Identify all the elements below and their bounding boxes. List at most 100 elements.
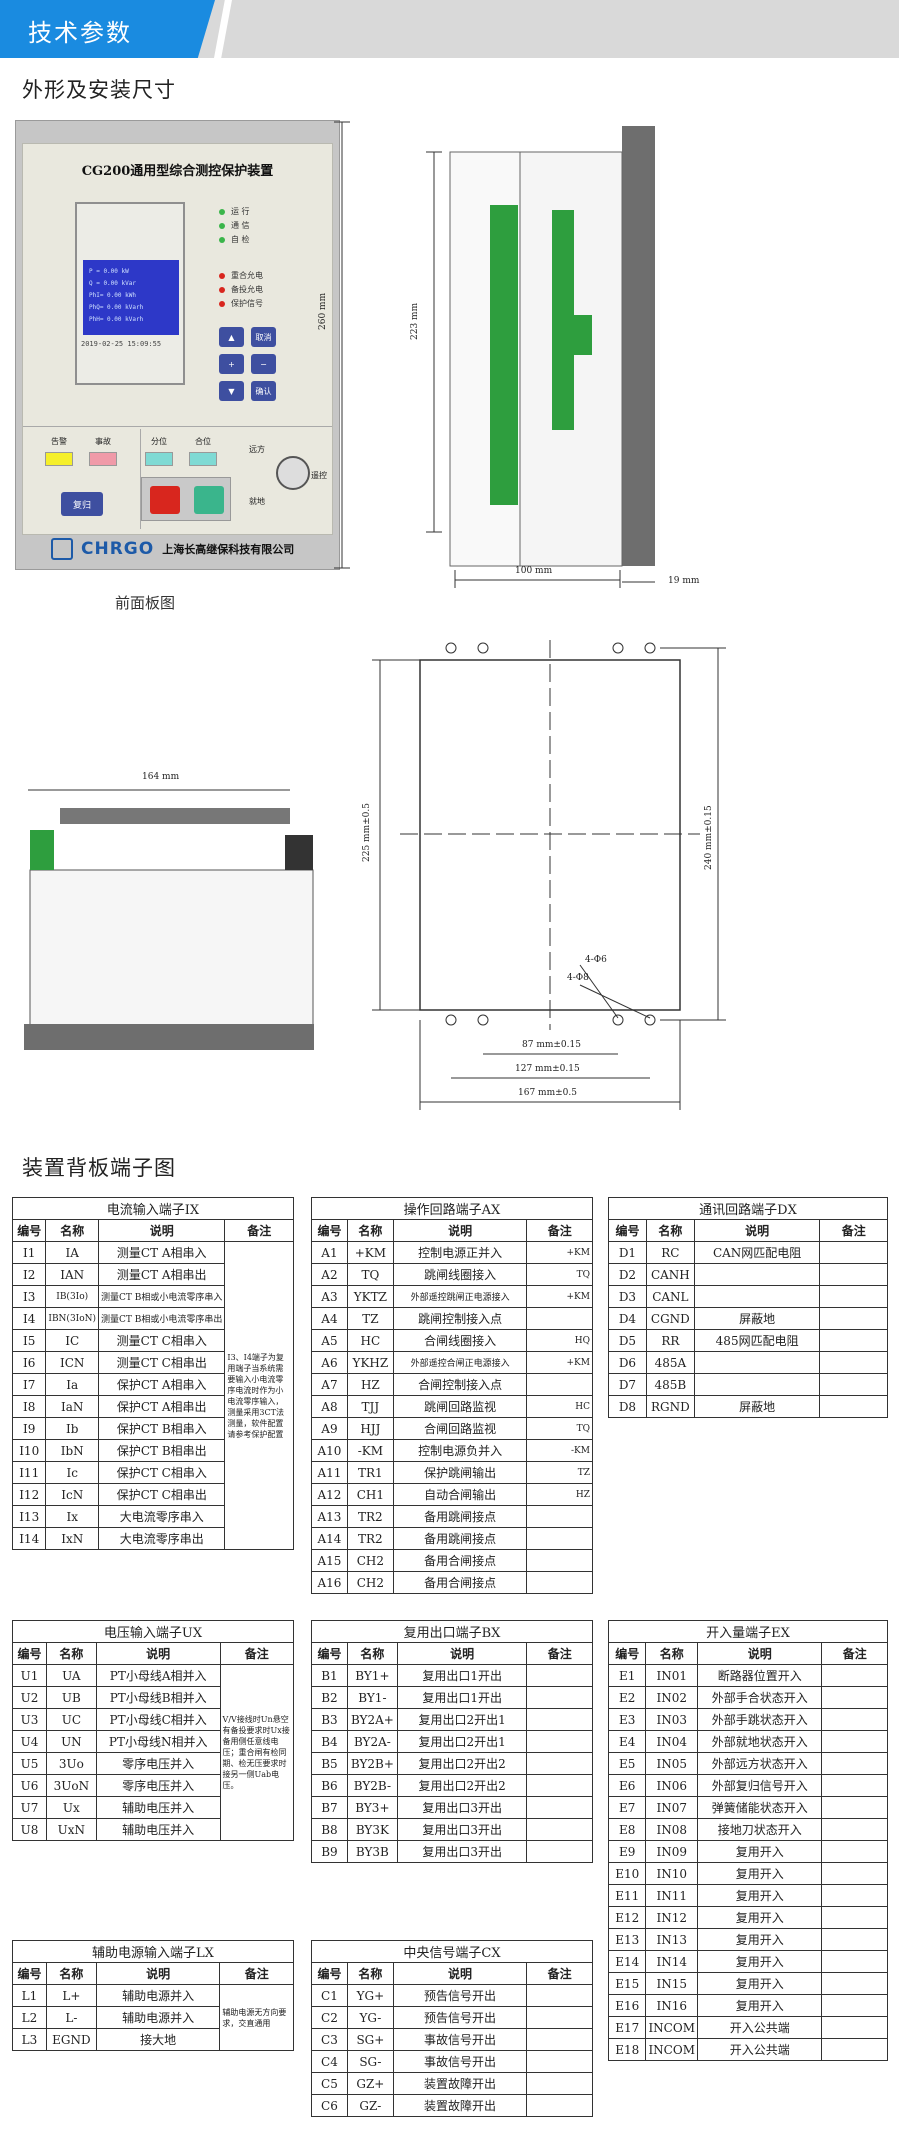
table-cell: IN02 [645,1686,698,1709]
table-cell: 预告信号开出 [392,2006,528,2029]
table-cell: D8 [608,1395,647,1418]
col-header: 备注 [821,1642,888,1665]
fault-indicator [89,452,117,466]
header-title: 技术参数 [28,19,132,47]
reset-button[interactable]: 复归 [61,492,103,516]
table-cell: I14 [11,1527,47,1550]
table-cell: D6 [608,1351,647,1374]
table-cell: 3UoN [45,1774,97,1797]
table-cell: IxN [45,1527,100,1550]
table-cell: IAN [45,1263,100,1286]
table-cell: E11 [607,1884,647,1907]
panel-divider [140,429,141,529]
key-minus[interactable]: − [251,354,276,374]
led-label: 通 信 [231,221,250,230]
led-backup: 备投允电 [219,284,263,295]
open-indicator [145,452,173,466]
alarm-indicator [45,452,73,466]
key-up[interactable]: ▲ [219,327,244,347]
table-cell: UA [45,1664,97,1687]
table-cell: D5 [608,1329,647,1352]
trip-close-buttons [141,477,231,521]
panel-title: CG200通用型综合测控保护装置 [81,164,274,179]
key-down[interactable]: ▼ [219,381,244,401]
table-cell: 复用开入 [696,1884,823,1907]
closed-indicator [189,452,217,466]
table-cell [821,1686,888,1709]
table-cell: 事故信号开出 [392,2050,528,2073]
table-cell: I13 [11,1505,47,1528]
table-cell: 开入公共端 [696,2016,823,2039]
dim-240: 240 mm±0.15 [704,805,714,870]
table-cell: IN06 [645,1774,698,1797]
table-cell: B1 [311,1664,348,1687]
table-cell: I8 [11,1395,47,1418]
table-cell: A4 [311,1307,348,1330]
col-header: 说明 [95,1642,221,1665]
table-cell [526,2028,593,2051]
table-cell: SG+ [346,2028,394,2051]
table-cell: CH2 [346,1549,394,1572]
col-header: 备注 [526,1642,593,1665]
table-cell: 复用开入 [696,1928,823,1951]
table-cell: PT小母线A相并入 [95,1664,221,1687]
switch-label: 就地 [249,497,265,506]
close-button[interactable] [194,486,224,514]
key-confirm[interactable]: 确认 [251,381,276,401]
mode-switch-knob[interactable] [276,456,310,490]
top-view-base [24,1024,314,1050]
col-header: 备注 [526,1962,593,1985]
key-plus[interactable]: + [219,354,244,374]
lcd-line: PhH= 0.00 kVarh [89,316,144,323]
table-cell: 合闸回路监视 [392,1417,528,1440]
table-cell: +KM [526,1351,593,1374]
table-cell: IN07 [645,1796,698,1819]
table-cell [819,1329,888,1352]
table-cell: D2 [608,1263,647,1286]
trip-button[interactable] [150,486,180,514]
col-header: 编号 [12,1962,47,1985]
col-header: 编号 [311,1219,348,1242]
table-cell: 复用出口2开出1 [396,1708,528,1731]
table-cell: 外部手跳状态开入 [696,1708,823,1731]
table-cell: 合闸线圈接入 [392,1329,528,1352]
table-cell: PT小母线C相并入 [95,1708,221,1731]
table-cell [526,1571,593,1594]
outline-title: 外形及安装尺寸 [22,78,176,102]
col-header: 说明 [696,1642,823,1665]
table-cell: 保护CT C相串出 [98,1483,226,1506]
header-stripe [214,0,232,58]
table-cell: V/V接线时Un悬空有备投要求时Ux接备用侧任意线电压；重合闸有检同期、检无压要… [219,1664,295,1841]
lcd-line: PhQ= 0.00 kVarh [89,304,144,311]
table-cell: A10 [311,1439,348,1462]
key-cancel[interactable]: 取消 [251,327,276,347]
col-header: 名称 [45,1219,100,1242]
led-icon [219,286,225,293]
table-caption: 开入量端子EX [608,1620,888,1643]
table-cell: IN11 [645,1884,698,1907]
col-header: 备注 [219,1962,294,1985]
table-cell: CANH [645,1263,695,1286]
outline-drawings [24,121,726,1110]
table-cell [821,1708,888,1731]
section-header: 技术参数 [0,0,899,58]
col-header: 备注 [526,1219,593,1242]
col-header: 名称 [346,1642,398,1665]
